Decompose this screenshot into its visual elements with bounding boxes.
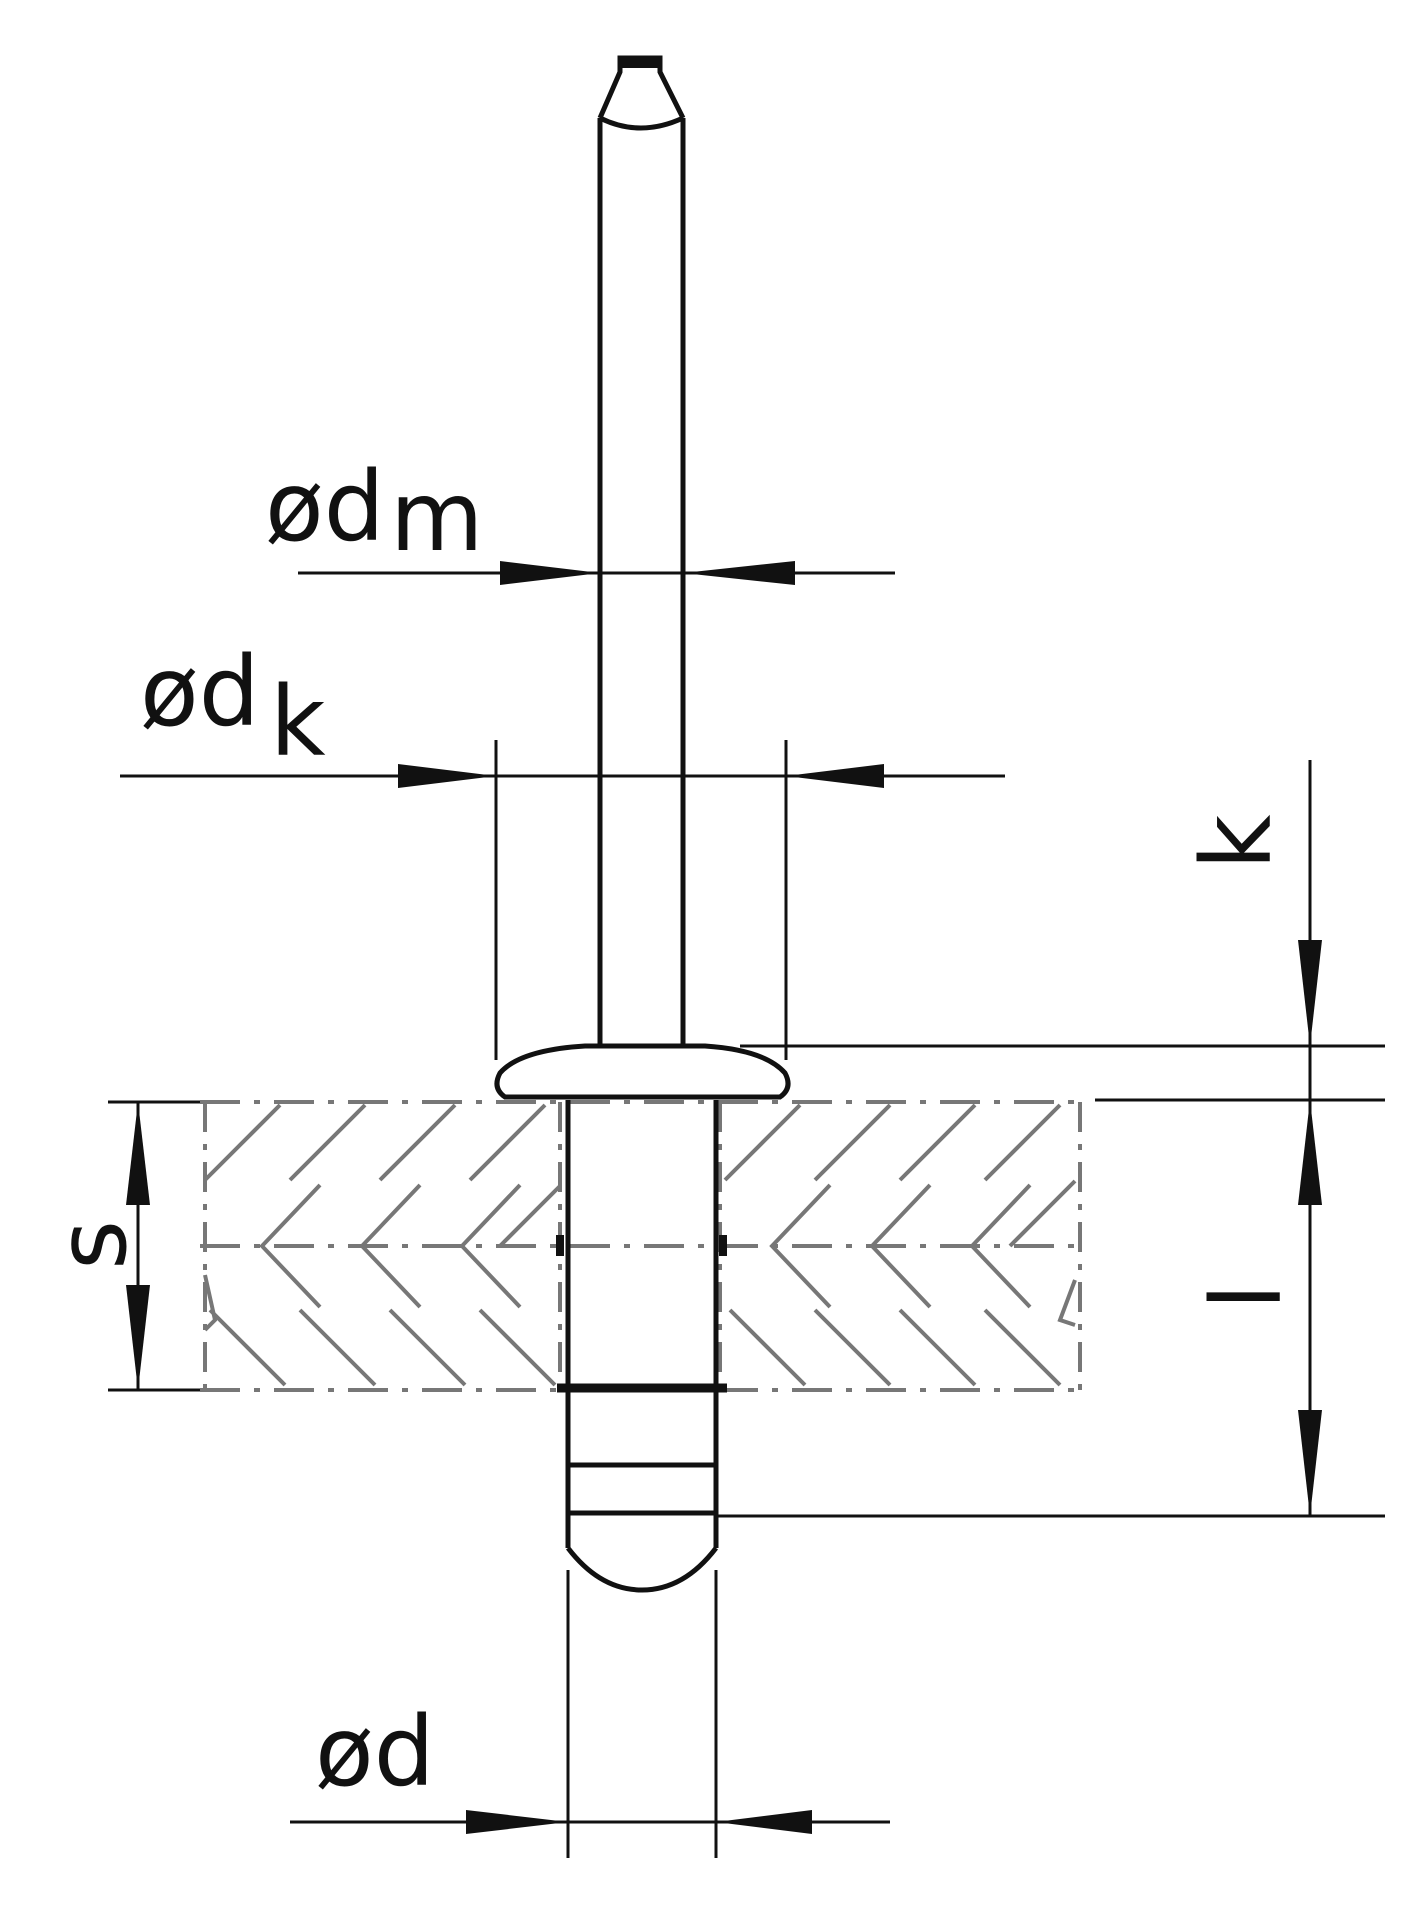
dimension-labels: ød m ød k k s l ød <box>36 451 1303 1808</box>
grip-range-dimension <box>126 1102 150 1390</box>
head-diameter-label: ød <box>140 636 260 748</box>
mandrel-diameter-label: ød <box>265 451 385 563</box>
mandrel-diameter-dimension <box>298 561 895 585</box>
dimension-lines <box>120 561 1322 1834</box>
rivet <box>494 55 791 1593</box>
rivet-head <box>494 1043 791 1100</box>
head-diameter-dimension <box>120 764 1005 788</box>
body-diameter-dimension <box>290 1810 890 1834</box>
mandrel-diameter-subscript: m <box>390 461 484 573</box>
body-diameter-label: ød <box>315 1696 435 1808</box>
extension-lines <box>108 740 1385 1858</box>
upper-plate-hatching <box>203 1103 1077 1309</box>
lower-plate-hatching <box>203 1274 1077 1387</box>
material-plates <box>200 1100 1085 1392</box>
head-diameter-subscript: k <box>270 666 326 778</box>
rivet-sleeve <box>556 1100 727 1593</box>
rivet-length-label: l <box>1191 1283 1303 1310</box>
head-height-and-length-dimension <box>1298 760 1322 1516</box>
grip-range-label: s <box>36 1220 148 1270</box>
head-height-label: k <box>1181 814 1293 870</box>
mandrel <box>597 55 686 1048</box>
